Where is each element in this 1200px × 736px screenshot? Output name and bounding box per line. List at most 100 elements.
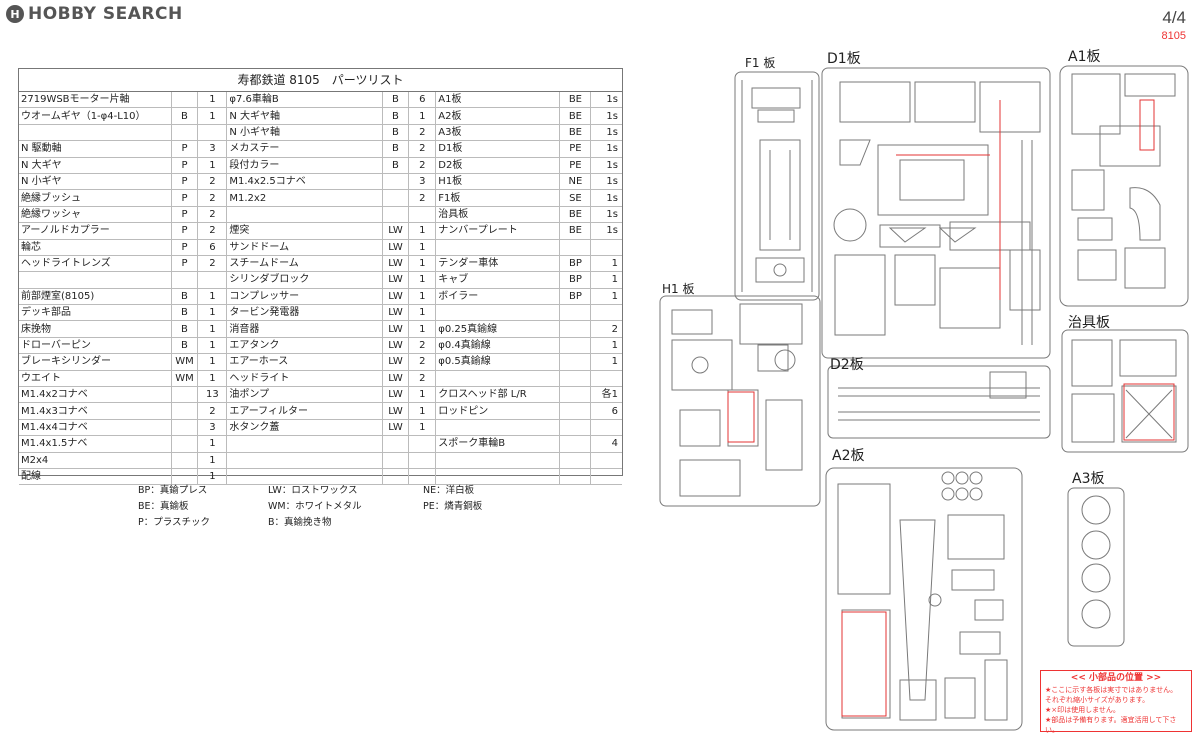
table-cell [559, 452, 592, 469]
table-cell: B [382, 157, 410, 174]
table-cell: BE [559, 206, 592, 224]
table-cell: 1s [590, 189, 622, 207]
sheet-h1 [659, 295, 821, 507]
table-cell: メカステー [226, 140, 383, 158]
logo-text: HOBBY SEARCH [28, 4, 183, 24]
table-cell: スチームドーム [226, 255, 383, 273]
table-cell: P [171, 222, 199, 240]
table-cell: WM [171, 370, 199, 388]
table-cell: 1 [408, 271, 437, 289]
table-cell: LW [382, 419, 410, 437]
label-d2: D2板 [830, 357, 864, 373]
table-cell: D1板 [435, 140, 561, 158]
table-cell: 2 [408, 353, 437, 371]
table-cell: 6 [197, 239, 228, 256]
table-cell [559, 353, 592, 371]
table-cell [171, 468, 199, 486]
table-cell: エアーホース [226, 353, 383, 371]
table-cell: ヘッドライトレンズ [19, 255, 172, 273]
table-cell [382, 173, 410, 191]
legend-item: PE：燐青銅板 [423, 501, 483, 512]
table-cell: デッキ部品 [19, 304, 172, 322]
table-cell: 段付カラー [226, 157, 383, 174]
table-cell: 2 [197, 189, 228, 207]
table-cell: ナンバープレート [435, 222, 561, 240]
table-cell [559, 320, 592, 338]
table-cell: スポーク車輪B [435, 435, 561, 453]
table-cell [382, 206, 410, 224]
table-cell: A3板 [435, 124, 561, 142]
table-cell: P [171, 189, 199, 207]
table-cell: 2 [197, 255, 228, 273]
table-cell: 1 [197, 337, 228, 355]
table-cell: 2719WSBモーター片軸 [19, 92, 172, 109]
table-cell: P [171, 206, 199, 224]
table-cell: LW [382, 255, 410, 273]
table-cell: 1 [408, 239, 437, 256]
table-cell: エアーフィルター [226, 402, 383, 420]
table-cell: 2 [408, 337, 437, 355]
table-cell: B [382, 124, 410, 142]
table-cell: 6 [408, 92, 437, 109]
table-cell [382, 452, 410, 469]
table-cell: H1板 [435, 173, 561, 191]
table-cell: N 駆動軸 [19, 140, 172, 158]
table-cell: LW [382, 271, 410, 289]
table-cell [171, 402, 199, 420]
table-cell: 油ポンプ [226, 386, 383, 404]
table-cell: 1s [590, 124, 622, 142]
table-cell: M1.4x3コナベ [19, 402, 172, 420]
table-cell: LW [382, 370, 410, 388]
kit-number: 8105 [1161, 30, 1186, 42]
table-cell: 1 [197, 288, 228, 306]
table-cell: 1s [590, 157, 622, 174]
table-cell: φ0.25真鍮線 [435, 320, 561, 338]
sheet-d2 [827, 365, 1051, 439]
legend-item: BP：真鍮プレス [138, 485, 208, 496]
table-cell: ウエイト [19, 370, 172, 388]
table-cell: A2板 [435, 107, 561, 125]
table-cell: ドローバーピン [19, 337, 172, 355]
table-cell [19, 271, 172, 289]
table-cell: 1 [197, 370, 228, 388]
table-cell: 1 [408, 222, 437, 240]
table-cell: BE [559, 92, 592, 109]
table-cell: PE [559, 157, 592, 174]
table-cell: 1s [590, 107, 622, 125]
table-cell: 1 [408, 320, 437, 338]
table-cell [590, 452, 622, 469]
table-cell [435, 452, 561, 469]
table-cell: BE [559, 124, 592, 142]
label-d1: D1板 [827, 51, 861, 67]
table-cell: D2板 [435, 157, 561, 174]
small-parts-note: << 小部品の位置 >> ★ここに示す各板は実寸ではありません。 それぞれ縮小サ… [1040, 670, 1192, 734]
label-a2: A2板 [832, 448, 865, 464]
table-cell [559, 239, 592, 256]
table-cell: 1 [408, 419, 437, 437]
sheet-f1 [734, 71, 820, 301]
table-cell: アーノルドカプラー [19, 222, 172, 240]
table-cell: 2 [408, 370, 437, 388]
table-cell: 1 [408, 402, 437, 420]
hobby-search-logo[interactable]: H HOBBY SEARCH [6, 4, 183, 24]
table-cell [382, 435, 410, 453]
table-cell: タービン発電器 [226, 304, 383, 322]
table-cell: LW [382, 320, 410, 338]
table-cell: エアタンク [226, 337, 383, 355]
table-cell [408, 452, 437, 469]
table-cell: LW [382, 337, 410, 355]
logo-mark-icon: H [6, 5, 24, 23]
table-cell: 1 [197, 468, 228, 486]
table-cell: N 大ギヤ軸 [226, 107, 383, 125]
table-cell: 1 [197, 320, 228, 338]
table-cell: ボイラー [435, 288, 561, 306]
table-cell: B [171, 337, 199, 355]
